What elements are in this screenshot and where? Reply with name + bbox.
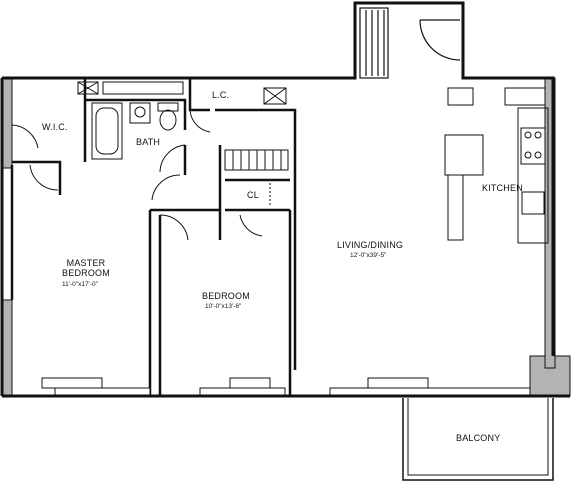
top-wall: [2, 1, 465, 80]
kitchen-sink: [521, 191, 545, 215]
label-wic: W.I.C.: [42, 122, 68, 132]
label-master-line2: BEDROOM: [62, 268, 110, 279]
label-living: LIVING/DINING: [337, 240, 404, 250]
island: [444, 134, 484, 176]
interior-walls: [10, 78, 297, 396]
label-lc: L.C.: [212, 90, 230, 100]
shaft: [359, 7, 389, 79]
right-stair-wall: [461, 20, 555, 356]
entry-door-swing: [419, 19, 461, 61]
lc-wall: [188, 78, 210, 112]
label-bedroom: BEDROOM: [202, 291, 250, 301]
balcony: [402, 398, 554, 481]
label-living-dim: 12'-0"x39'-5": [350, 252, 387, 259]
kitchen-fixtures: [444, 87, 549, 244]
bath-wall: [85, 98, 187, 130]
label-kitchen: KITCHEN: [482, 183, 523, 193]
kitchen-counter: [517, 107, 549, 244]
small-cabinets: [77, 81, 287, 105]
label-balcony: BALCONY: [456, 433, 501, 443]
door-swings: [11, 109, 263, 241]
label-master: MASTER BEDROOM: [62, 258, 110, 279]
bathtub: [91, 102, 123, 160]
bath-fixtures: [91, 102, 179, 160]
label-master-dim: 11'-0"x17'-0": [62, 281, 98, 288]
closet-rails: [224, 149, 289, 205]
shaft-and-stair: [359, 7, 461, 79]
sink: [129, 102, 151, 124]
columns: [1, 77, 571, 397]
label-master-line1: MASTER: [66, 258, 106, 268]
wic-wall: [12, 160, 62, 195]
label-cl: CL: [247, 190, 259, 200]
balcony-rail: [402, 398, 554, 481]
exterior-walls: [0, 1, 570, 398]
cooktop: [520, 127, 546, 165]
windows: [41, 377, 531, 396]
label-bedroom-dim: 10'-0"x13'-6": [205, 303, 242, 310]
toilet-tank: [157, 102, 179, 112]
hall-wall: [215, 108, 297, 370]
toilet-bowl: [159, 109, 177, 131]
label-bath: BATH: [136, 137, 161, 147]
